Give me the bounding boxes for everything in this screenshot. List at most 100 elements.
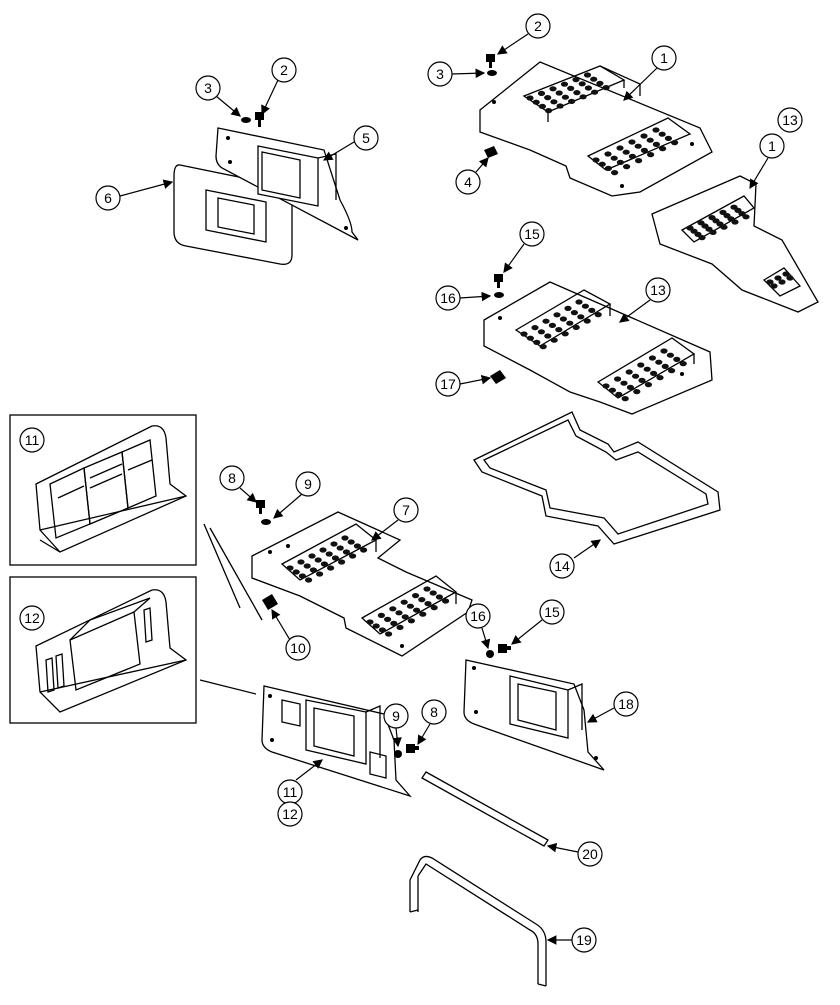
callout-c6: 6 [95,185,121,211]
callout-circle [777,107,803,133]
washer-16a [494,292,504,298]
detail-box-11 [9,414,197,566]
callout-c15b: 15 [539,599,565,625]
callout-leader-c2a [261,79,279,116]
callout-c11a: 11 [19,427,45,453]
callout-leader-c1a [623,67,658,101]
callout-number: 9 [304,476,312,492]
bolt-8b [406,744,419,753]
callout-leaders [119,33,769,945]
clip-10 [262,594,278,610]
callout-leader-c10 [271,608,291,641]
callout-circle [427,61,453,87]
washer-3a [241,117,251,123]
callout-circle [435,285,461,311]
bolt-2a [255,112,264,127]
callout-c13a: 13 [777,107,803,133]
callout-number: 5 [362,130,370,146]
bolt-8a [256,500,265,514]
callout-c14: 14 [549,553,575,579]
callout-leader-c4 [475,157,489,173]
callout-leader-c14 [573,539,601,559]
callout-number: 8 [228,470,236,486]
callout-c3a: 3 [195,75,221,101]
callout-leader-c15b [511,619,543,645]
callout-number: 12 [282,806,298,822]
callout-leader-c18 [586,707,615,723]
callout-leader-c9a [273,493,303,519]
callout-circle [383,703,409,729]
callout-circle [455,169,481,195]
callout-number: 3 [204,80,212,96]
callout-circle [421,699,447,725]
callout-number: 14 [554,558,570,574]
callout-leader-c5 [322,141,355,161]
callout-number: 13 [650,282,666,298]
bolt-15b [498,644,511,653]
callout-number: 12 [24,610,40,626]
callout-number: 17 [440,376,456,392]
callout-circle [465,603,491,629]
callout-number: 13 [782,112,798,128]
callout-c1a: 1 [651,45,677,71]
pad-grid-part1-left [526,72,610,114]
callout-leader-c15a [503,243,525,273]
callout-c16b: 16 [465,603,491,629]
callout-number: 11 [25,432,40,448]
callout-number: 11 [283,784,298,800]
leader-detail-12 [199,679,257,695]
washer-16b [486,650,494,658]
floor-plate-part-1-13 [651,175,819,313]
callout-circle [645,277,671,303]
callout-c20: 20 [577,841,603,867]
callout-leader-c11b [295,759,323,781]
callout-number: 1 [768,138,776,154]
callout-c2a: 2 [271,57,297,83]
callout-leader-c6 [119,179,174,197]
floor-plate-part-13 [483,281,713,415]
callout-c2b: 2 [525,13,551,39]
washer-3b [487,70,497,76]
callout-circle [571,927,597,953]
pad-grid-part1-13-left [686,204,750,241]
callout-number: 19 [576,932,592,948]
callout-leader-c9b [392,727,402,748]
callout-leader-c1b [749,157,769,190]
callout-circle [435,371,461,397]
callout-circle [195,75,221,101]
side-panel-part-11-12 [261,685,413,798]
callout-circle [525,13,551,39]
callout-leader-c16b [480,627,491,650]
callout-leader-c8b [417,723,431,746]
callout-leader-c3a [215,95,241,117]
callout-c13b: 13 [645,277,671,303]
callout-circle [613,691,639,717]
callout-circle [577,841,603,867]
pad-grid-part1-13-right [766,271,794,289]
floor-plate-part-1 [479,61,713,197]
callout-circle [759,133,785,159]
callout-leader-c13b [619,299,651,323]
callout-number: 18 [618,696,634,712]
callout-number: 3 [436,66,444,82]
callout-number: 16 [440,290,456,306]
pad-grid-part1-right [592,127,679,176]
side-panel-part-18 [463,659,605,771]
callout-number: 10 [290,640,306,656]
pad-grid-part13-left [520,299,602,350]
callout-number: 2 [534,18,542,34]
bolt-15a [494,274,503,288]
seal-part-14 [473,411,721,545]
callout-number: 8 [430,704,438,720]
channel-part-19 [409,855,547,987]
callout-number: 2 [280,62,288,78]
callout-c12b: 12 [277,801,303,827]
callout-circle [295,471,321,497]
callout-circle [219,465,245,491]
pad-grid-part7-right [366,586,450,637]
callout-c7: 7 [393,497,419,523]
callout-c1b: 1 [759,133,785,159]
callout-c12a: 12 [19,605,45,631]
callout-number: 16 [470,608,486,624]
callout-leader-c16a [459,291,492,302]
